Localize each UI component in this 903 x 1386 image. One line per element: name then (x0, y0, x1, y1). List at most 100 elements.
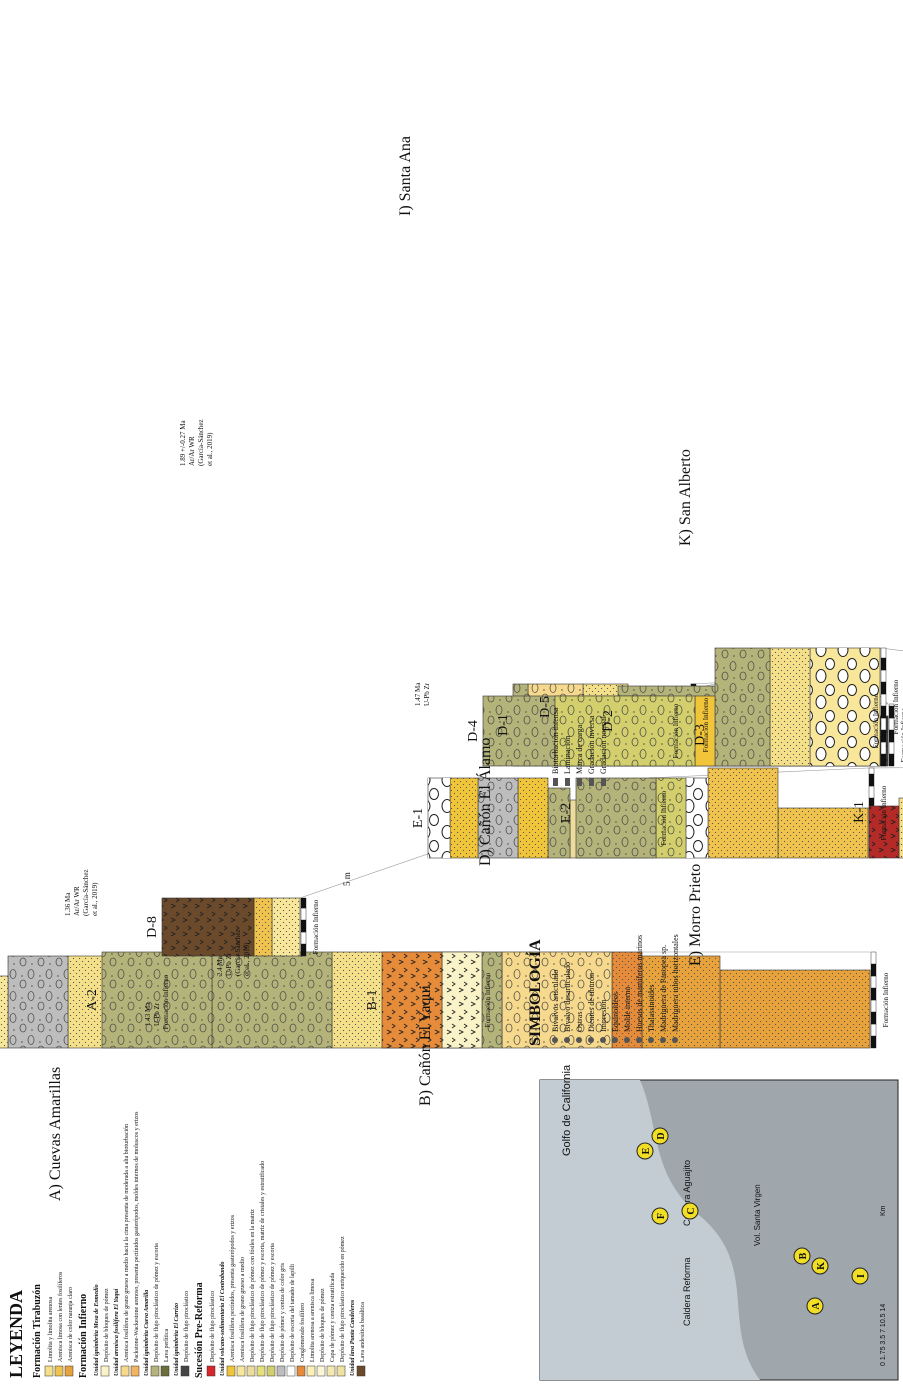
grain-scale (880, 647, 887, 659)
legend-swatch (206, 1365, 216, 1377)
column-K-1 (868, 797, 903, 859)
grain-scale (888, 703, 895, 707)
legend-swatch (120, 1365, 130, 1377)
legend-swatch (306, 1365, 316, 1377)
bed-texture (254, 898, 272, 956)
formation-label: Formación Infierno (880, 785, 888, 840)
map-marker (651, 1127, 669, 1145)
map-marker (651, 1207, 669, 1225)
legend-item: Conglomerado fosilífero (299, 1303, 306, 1362)
legend-title: LEYENDA (6, 1290, 26, 1378)
symbol-label: Equinoideos (611, 992, 620, 1032)
date-line: (García-Sánchez (197, 419, 205, 466)
legend-swatch (150, 1365, 160, 1377)
legend-item: Depósito de flujo piroclástico (209, 1291, 216, 1362)
date-line: 2.4 Ma (216, 955, 224, 976)
symbol-label: Gradación normal (599, 715, 608, 774)
column-label-E2: E-2 (559, 803, 574, 823)
column-D-8 (161, 897, 307, 957)
date-line: (García-Sánchez (234, 929, 242, 976)
legend-item: Depósito de bloques de pómez (104, 1288, 110, 1362)
symbol-icon (564, 1037, 570, 1043)
date-line: 1.47 Ma (414, 682, 422, 706)
date-line: U-Pb Zr (225, 952, 233, 976)
grain-scale (880, 669, 887, 683)
legend-group: Formación Tirabuzón (32, 1284, 43, 1378)
formation-label: Formación Infierno (872, 693, 880, 748)
symbol-icon (624, 1037, 630, 1043)
column-label-D5: D-5 (538, 696, 553, 718)
column-D-5 (554, 647, 887, 767)
symbol-label: Bioturbación intensa (551, 707, 560, 774)
symbol-label: Thalassinoides (647, 984, 656, 1032)
legend-swatch (226, 1365, 236, 1377)
grain-scale (880, 693, 887, 707)
map-marker-label: D (656, 1132, 667, 1139)
legend-item: Unidad ignimbrita El Carrizo (174, 1303, 180, 1376)
date-line: Ar/Ar WR (73, 886, 81, 916)
grain-scale (888, 753, 895, 767)
map-marker-label: I (856, 1274, 867, 1278)
columns-layer (0, 647, 903, 1049)
legend-item: Arenisca fosilífera de grano grueso a me… (123, 1124, 130, 1362)
symbol-label: Molde interno (623, 986, 632, 1032)
date-line: U-Pb Zr (153, 1002, 161, 1026)
symbol-label: Dientes de tiburón (587, 973, 596, 1032)
bed-texture (770, 648, 810, 766)
legend-group: Sucesión Pre-Reforma (194, 1282, 205, 1378)
grain-scale (880, 681, 887, 695)
grain-scale (870, 975, 877, 989)
column-label-D8: D-8 (145, 916, 160, 938)
legend-item: Limolita y limolita arenosa (48, 1297, 54, 1362)
grain-scale (880, 705, 887, 719)
grain-scale (888, 741, 895, 755)
map-marker (806, 1297, 824, 1315)
column-label-K1: K-1 (852, 801, 867, 823)
bed-texture (482, 952, 502, 1048)
bed-texture (450, 778, 478, 858)
legend-item: Unidad volcano-sedimentaria El Contraban… (220, 1261, 226, 1376)
bed-texture (382, 952, 442, 1048)
symbol-label: Ostras (575, 1012, 584, 1032)
legend-swatch (64, 1365, 74, 1377)
symbol-label: Madriguera de Panopea sp. (659, 945, 668, 1032)
bed-texture (502, 952, 612, 1048)
legend-item: Depósito de bloques de pómez (320, 1288, 326, 1362)
grain-scale (870, 999, 877, 1013)
bed-texture (576, 778, 656, 858)
symbol-icon (648, 1037, 654, 1043)
symbol-icon (589, 778, 594, 786)
sea (540, 1080, 760, 1380)
section-title-d: D) Cañón El Álamo (475, 738, 494, 866)
bed-texture (212, 952, 332, 1048)
legend-item: Unidad arenisca fosilífera El Yaqui (114, 1288, 120, 1376)
legend-item: Depósito de flujo piroclástico de pómez … (249, 1209, 256, 1362)
section-title-k: K) San Alberto (677, 449, 694, 546)
symbol-icon (552, 1037, 558, 1043)
grain-scale (868, 785, 875, 799)
date-line: 1.43 Ma (144, 1002, 152, 1026)
legend-item: Arenisca fosilífera pectínidos, presenta… (229, 1214, 236, 1362)
section-title-b: B) Cañón El Yaqui (417, 985, 434, 1106)
column-label-D4: D-4 (466, 720, 481, 742)
legend-item: Depósito de flujo piroclástico de pómez … (259, 1161, 266, 1362)
formation-label: Formación Infierno (162, 974, 170, 1029)
grain-scale (880, 657, 887, 671)
bed-texture (8, 956, 68, 1048)
map-marker-label: C (686, 1207, 697, 1214)
date-line: U-Pb Zr (423, 682, 431, 706)
grain-scale (880, 729, 887, 743)
simbologia-title: SIMBOLOGÍA (525, 939, 544, 1046)
bed-texture (102, 952, 212, 1048)
legend-item: Depósito de escoria del tamaño de lapill… (290, 1264, 296, 1362)
formation-label: Formación Infierno (882, 972, 890, 1027)
symbol-icon (576, 1037, 582, 1043)
date-line: et al., 2019) (243, 942, 251, 976)
legend-item: Depósito de flujo piroclástico de pómez … (269, 1243, 276, 1362)
legend-swatch (160, 1365, 170, 1377)
grain-scale (868, 767, 875, 775)
legend-swatch (326, 1365, 336, 1377)
section-title-i: I) Santa Ana (397, 136, 414, 216)
grain-scale (870, 1035, 877, 1049)
